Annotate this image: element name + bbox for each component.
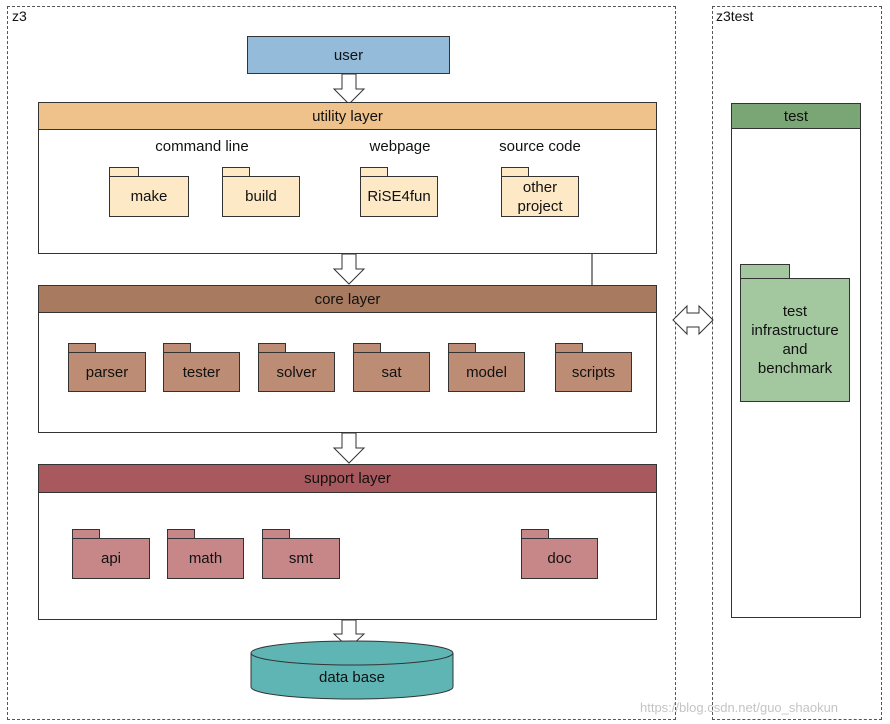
package-build: build [222,167,300,217]
database-cylinder-top [250,640,454,666]
package-parser: parser [68,343,146,392]
package-test-infrastructure-label: test infrastructure and benchmark [751,303,839,377]
test-panel-header: test [731,103,861,129]
package-scripts-label: scripts [571,363,616,381]
package-other-project: other project [501,167,579,217]
user-to-utility-arrow [332,73,366,105]
package-smt-label: smt [288,550,314,567]
package-test-infrastructure-tab [740,264,790,279]
core-layer-title: core layer [314,290,381,308]
utility-to-core-arrow [332,253,366,285]
package-test-infrastructure: test infrastructure and benchmark [740,264,850,402]
webpage-label: webpage [369,138,431,155]
package-solver: solver [258,343,335,392]
package-model-label: model [466,363,507,381]
package-make-label: make [130,188,168,205]
package-doc: doc [521,529,598,579]
utility-layer-header: utility layer [38,102,657,130]
package-api: api [72,529,150,579]
package-scripts: scripts [555,343,632,392]
z3test-frame-label: z3test [716,8,754,24]
package-tester-label: tester [182,363,221,381]
z3-frame-label: z3 [12,8,27,24]
package-make: make [109,167,189,217]
database-cylinder [250,653,454,700]
package-tester: tester [163,343,240,392]
database-label: data base [319,668,385,686]
support-layer-header: support layer [38,464,657,493]
package-smt: smt [262,529,340,579]
package-math-label: math [188,550,223,567]
support-layer-title: support layer [304,470,391,487]
command-line-label: command line [155,138,249,155]
user-label: user [333,46,364,64]
core-to-support-arrow [332,432,366,464]
package-sat-label: sat [381,363,402,381]
z3-frame [7,6,676,720]
package-math: math [167,529,244,579]
package-parser-label: parser [85,363,129,381]
package-model: model [448,343,525,392]
source-code-label: source code [499,138,581,155]
z3test-frame [712,6,882,720]
z3-z3test-double-arrow [672,304,714,336]
test-panel-title: test [783,107,809,125]
watermark: https://blog.csdn.net/guo_shaokun [640,700,839,715]
core-layer-header: core layer [38,285,657,313]
package-rise4fun-label: RiSE4fun [367,188,431,205]
package-other-project-label: other project [517,178,563,215]
database-label-box: data base [251,664,453,690]
package-solver-label: solver [276,363,317,381]
utility-layer-title: utility layer [312,107,383,125]
package-doc-label: doc [547,550,572,567]
package-build-label: build [245,188,277,205]
package-api-label: api [100,550,122,567]
package-sat: sat [353,343,430,392]
user-box: user [247,36,450,74]
package-rise4fun: RiSE4fun [360,167,438,217]
